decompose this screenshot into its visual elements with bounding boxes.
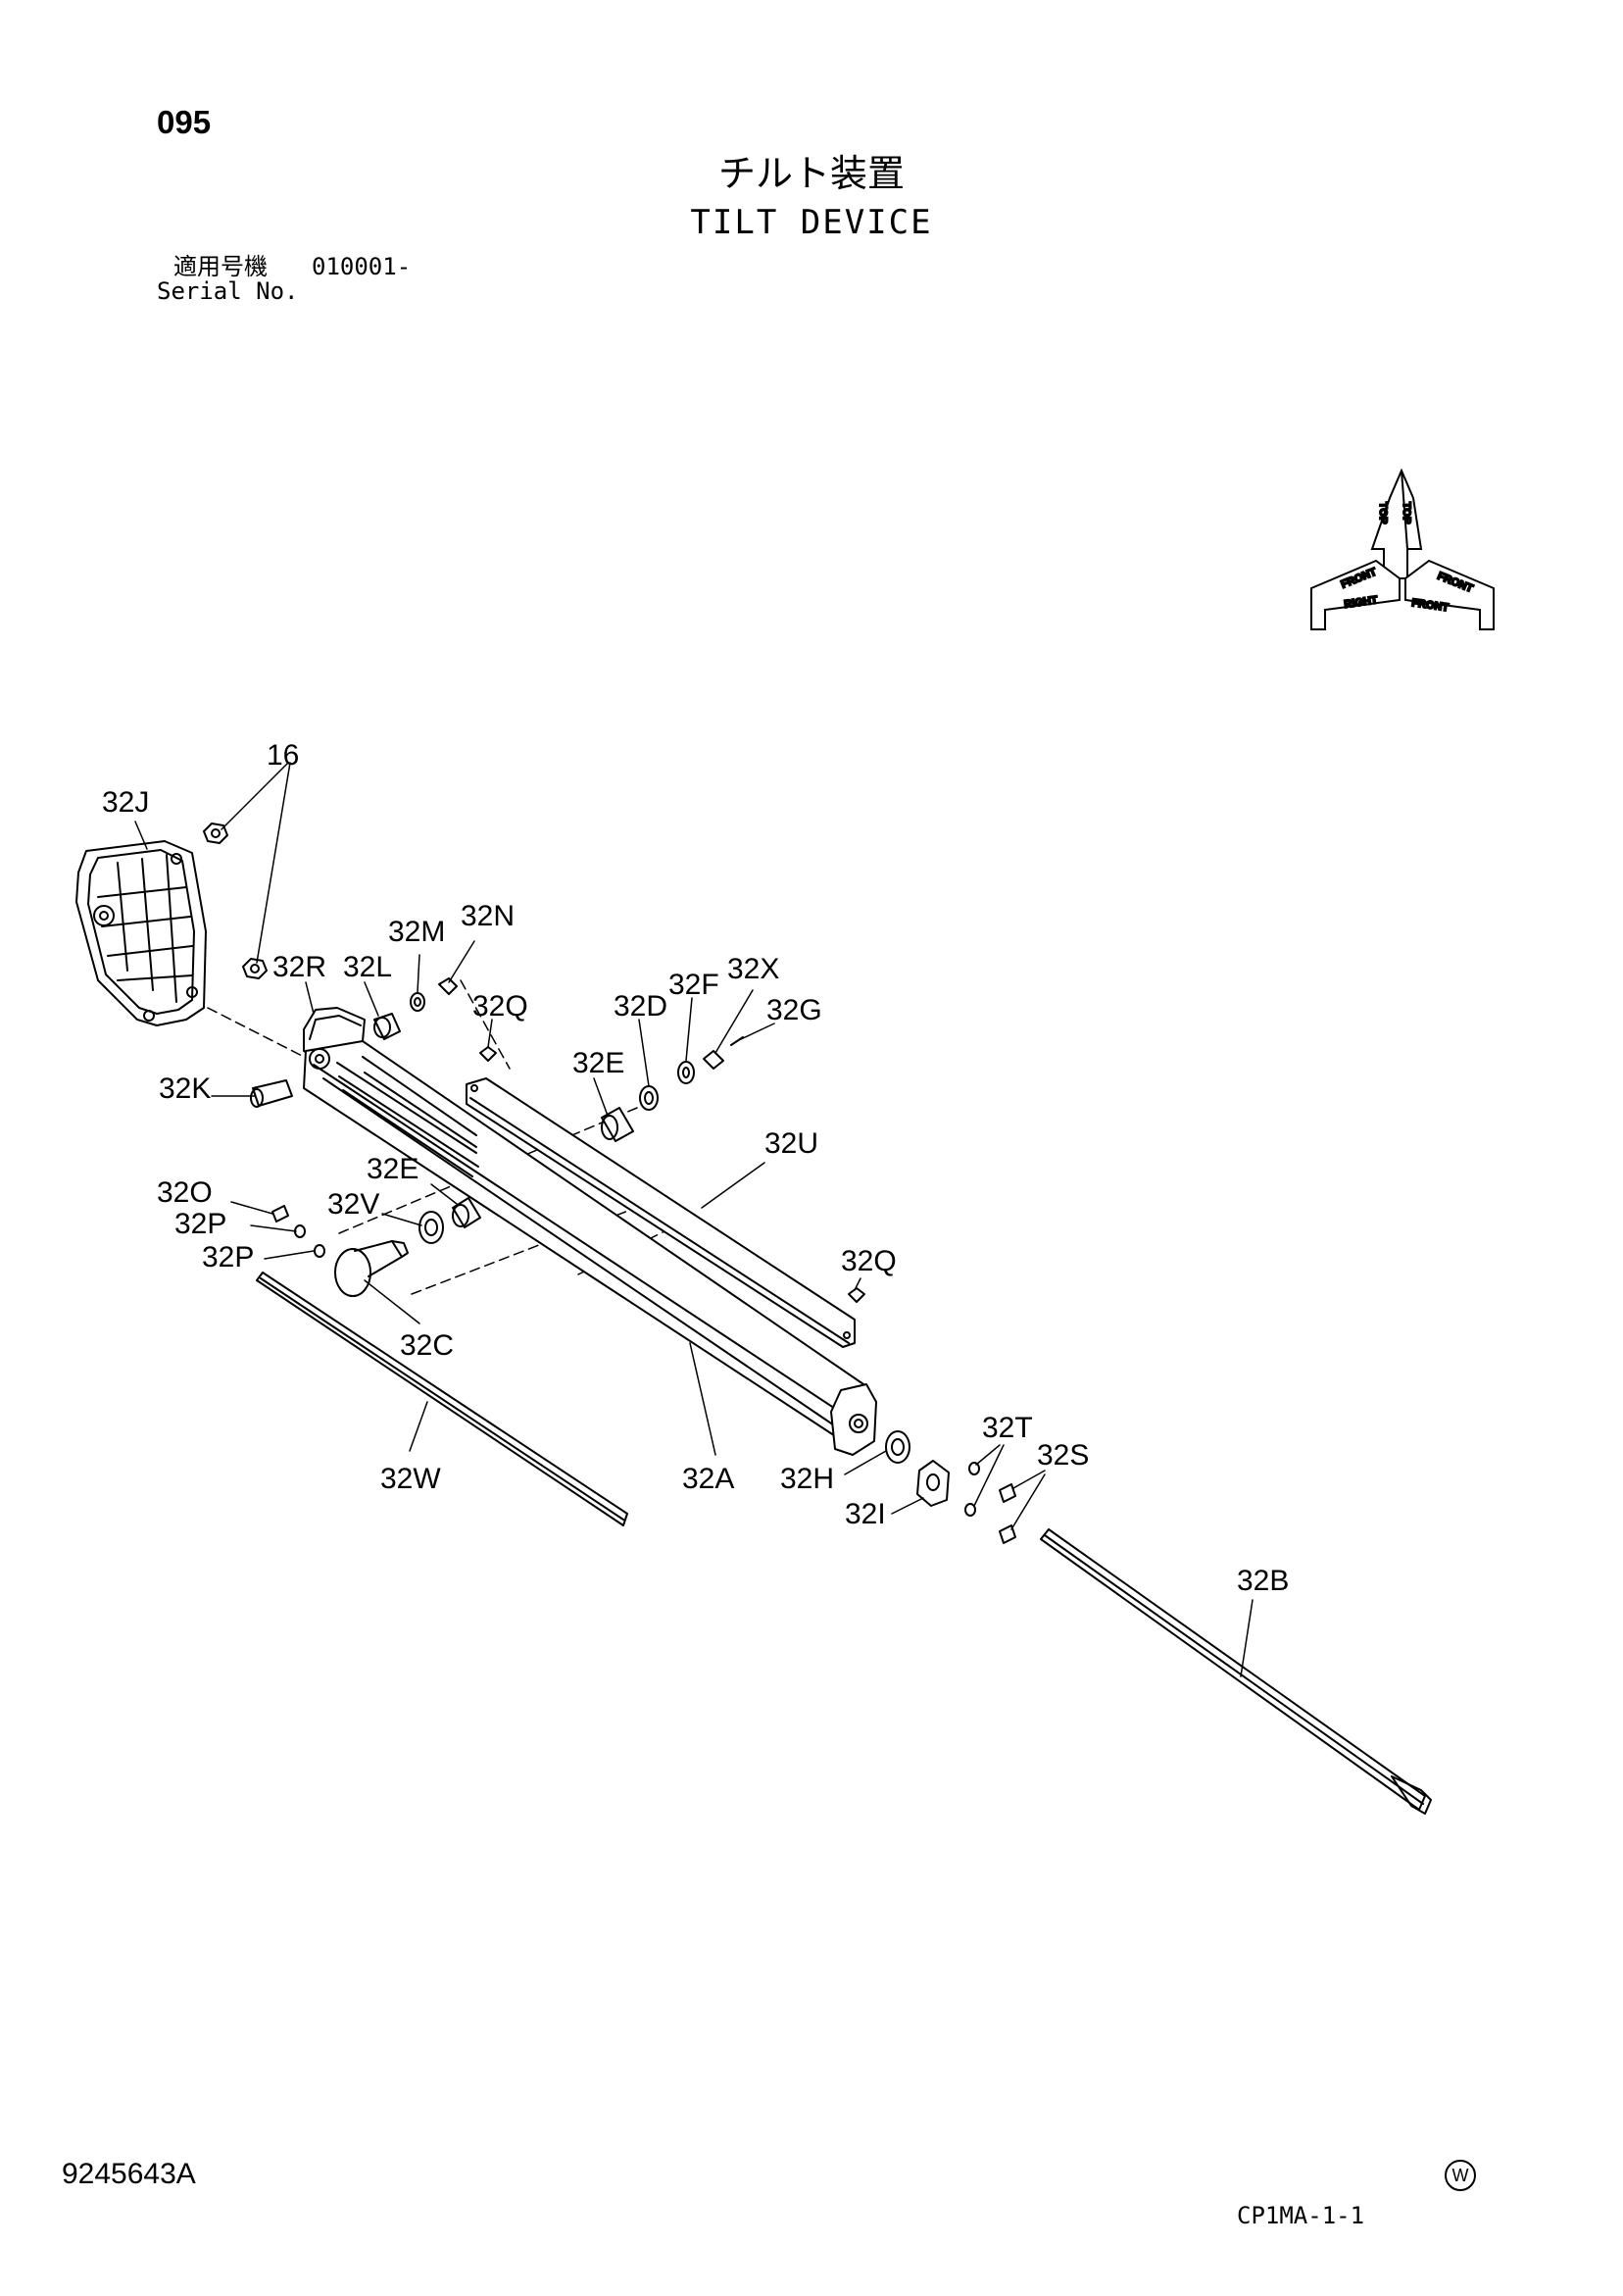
callout-32R: 32R bbox=[272, 951, 326, 983]
callout-32U: 32U bbox=[764, 1127, 818, 1160]
part-32L-bushing bbox=[373, 1013, 401, 1040]
part-32D-washer bbox=[639, 1085, 659, 1111]
callout-32H: 32H bbox=[780, 1463, 834, 1495]
part-32V-washer bbox=[418, 1211, 444, 1244]
callout-16: 16 bbox=[267, 739, 299, 772]
part-32S-bolts bbox=[999, 1483, 1016, 1544]
callout-32C: 32C bbox=[400, 1329, 454, 1362]
part-32E-bushing-top bbox=[601, 1107, 634, 1142]
w-mark-symbol: W bbox=[1445, 2160, 1476, 2191]
callout-32E-top: 32E bbox=[572, 1047, 624, 1079]
title-japanese: チルト装置 bbox=[717, 152, 905, 195]
part-32X-nut bbox=[703, 1050, 724, 1070]
callout-32B: 32B bbox=[1237, 1565, 1289, 1597]
part-32A-main-frame bbox=[303, 1040, 877, 1456]
callout-32O: 32O bbox=[157, 1176, 213, 1209]
orientation-top-label: TOP bbox=[1377, 502, 1389, 524]
part-32Q-nut-top bbox=[479, 1046, 497, 1062]
callout-32P-2: 32P bbox=[202, 1241, 254, 1273]
title-english: TILT DEVICE bbox=[690, 203, 933, 242]
callout-32K: 32K bbox=[159, 1073, 211, 1105]
callout-32Q-bottom: 32Q bbox=[841, 1245, 897, 1277]
page-code: CP1MA-1-1 bbox=[1237, 2202, 1365, 2229]
callout-32G: 32G bbox=[766, 994, 822, 1026]
part-16-nuts bbox=[203, 823, 268, 979]
page-number: 095 bbox=[157, 104, 212, 140]
part-32O-bolt bbox=[271, 1205, 289, 1223]
callout-32V: 32V bbox=[327, 1188, 379, 1221]
callout-32P-1: 32P bbox=[174, 1208, 226, 1240]
part-32H-bearing bbox=[885, 1430, 910, 1464]
callout-32N: 32N bbox=[461, 900, 515, 932]
part-32J-cover bbox=[75, 840, 207, 1026]
orientation-top-label-2: TOP bbox=[1401, 502, 1412, 524]
part-32Q-nut-bottom bbox=[848, 1287, 865, 1303]
drawing-number: 9245643A bbox=[62, 2158, 196, 2190]
part-32U-cover-strip bbox=[466, 1077, 856, 1348]
part-32C-knob bbox=[334, 1240, 409, 1297]
orientation-indicator: TOP TOP FRONT FRONT RIGHT FRONT bbox=[1310, 468, 1495, 630]
callout-32W: 32W bbox=[380, 1463, 441, 1495]
leader-lines bbox=[134, 762, 1254, 1677]
orientation-right-label: RIGHT bbox=[1344, 594, 1379, 611]
callout-32T: 32T bbox=[982, 1412, 1033, 1444]
callout-32A: 32A bbox=[682, 1463, 734, 1495]
part-32B-shaft bbox=[1040, 1528, 1432, 1815]
serial-range: 010001- bbox=[312, 253, 412, 280]
part-32T-washers bbox=[964, 1462, 980, 1517]
serial-label-english: Serial No. bbox=[157, 277, 299, 305]
callout-32D: 32D bbox=[614, 990, 667, 1023]
callout-32E-mid: 32E bbox=[367, 1153, 418, 1185]
serial-label-japanese: 適用号機 bbox=[173, 253, 268, 280]
part-32M-washer bbox=[410, 992, 425, 1012]
callout-32S: 32S bbox=[1037, 1439, 1089, 1472]
part-32F-washer bbox=[677, 1061, 695, 1084]
callout-32M: 32M bbox=[388, 916, 445, 948]
part-32W-strip bbox=[256, 1272, 628, 1526]
part-32I-plate bbox=[916, 1460, 950, 1507]
callout-32Q-top: 32Q bbox=[472, 990, 528, 1023]
part-32E-bushing-mid bbox=[452, 1197, 481, 1228]
callout-32I: 32I bbox=[845, 1498, 886, 1530]
part-32N-bolt bbox=[438, 977, 458, 995]
part-32K-pin bbox=[250, 1079, 293, 1108]
callout-32L: 32L bbox=[343, 951, 392, 983]
callout-32J: 32J bbox=[102, 786, 149, 819]
callout-32F: 32F bbox=[668, 969, 719, 1001]
callout-32X: 32X bbox=[727, 953, 779, 985]
callout-labels: 16 32J 32K 32R 32L 32M 32N 32Q 32D 32F 3… bbox=[102, 739, 1289, 1597]
